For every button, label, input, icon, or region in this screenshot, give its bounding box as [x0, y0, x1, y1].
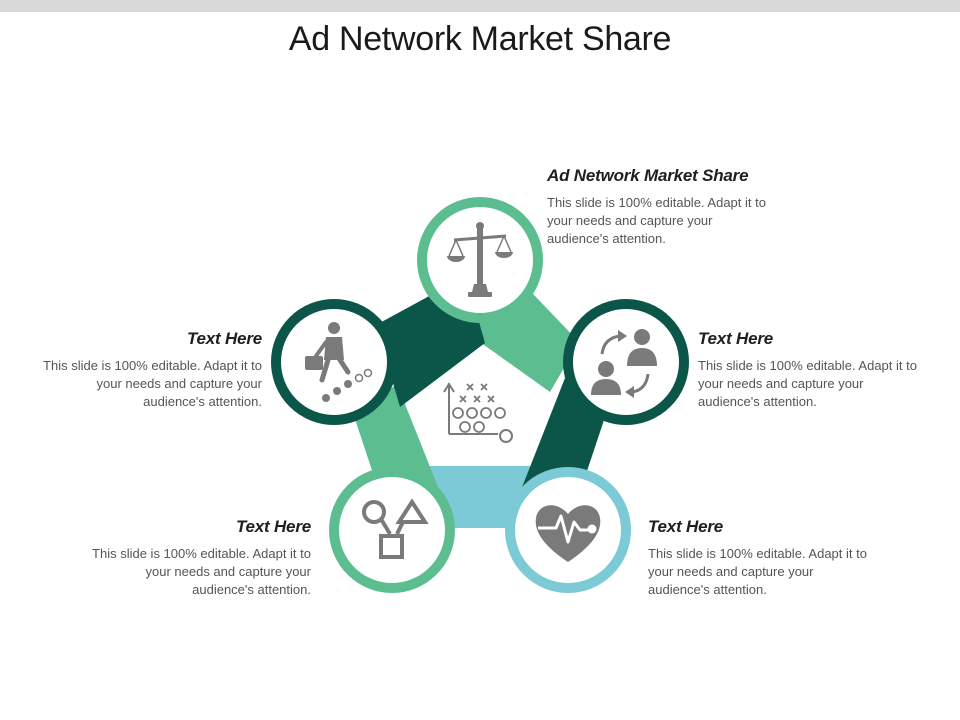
- slide-title: Ad Network Market Share: [288, 20, 672, 58]
- circle-bottom-left: [329, 467, 455, 593]
- block-heading: Text Here: [648, 517, 724, 536]
- shapes-icon: [362, 498, 429, 559]
- block-body: This slide is 100% editable. Adapt it to…: [43, 358, 262, 409]
- block-heading: Ad Network Market Share: [547, 166, 749, 185]
- block-heading: Text Here: [235, 517, 311, 536]
- block-body: This slide is 100% editable. Adapt it to…: [92, 546, 311, 597]
- strategy-play-icon: [443, 382, 513, 443]
- block-body: This slide is 100% editable. Adapt it to…: [698, 358, 917, 409]
- block-body: This slide is 100% editable. Adapt it to…: [648, 546, 867, 597]
- top-bar: [0, 0, 960, 12]
- text-block-left: Text Here This slide is 100% editable. A…: [38, 329, 262, 411]
- block-heading: Text Here: [186, 329, 262, 348]
- heartbeat-icon: [535, 505, 601, 562]
- text-block-bottom-left: Text Here This slide is 100% editable. A…: [87, 517, 311, 599]
- circle-right: [563, 299, 689, 425]
- text-block-right: Text Here This slide is 100% editable. A…: [698, 329, 922, 411]
- user-exchange-icon: [591, 329, 657, 398]
- balance-scale-icon: [447, 222, 513, 297]
- block-body: This slide is 100% editable. Adapt it to…: [547, 195, 766, 246]
- businessman-climbing-stairs-icon: [305, 322, 373, 402]
- text-block-bottom-right: Text Here This slide is 100% editable. A…: [648, 517, 872, 599]
- circle-left: [271, 299, 397, 425]
- text-block-top: Ad Network Market Share This slide is 10…: [547, 166, 772, 248]
- block-heading: Text Here: [698, 329, 774, 348]
